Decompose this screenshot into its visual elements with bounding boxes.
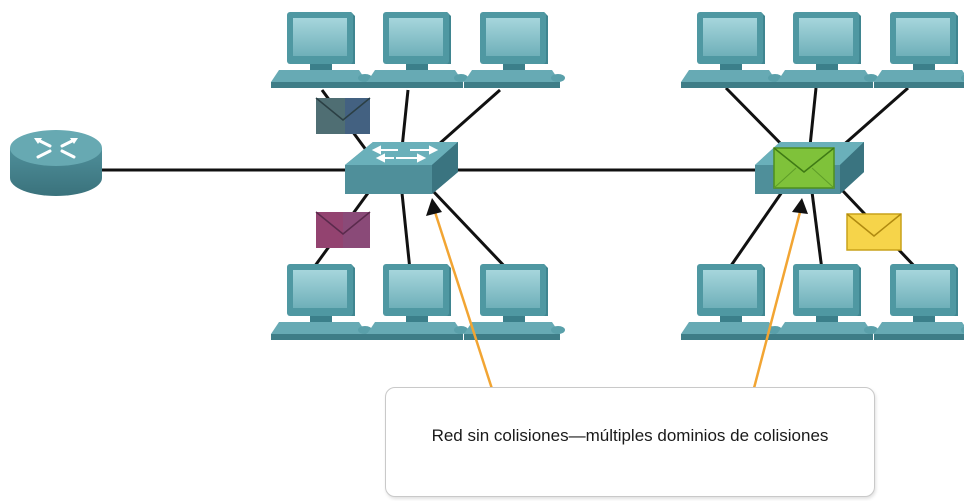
pc-icon bbox=[367, 12, 468, 88]
envelope-icon-yellow bbox=[846, 213, 902, 251]
callout-arrows bbox=[426, 198, 808, 393]
pc-icon bbox=[874, 12, 964, 88]
switch-icon-left bbox=[345, 142, 458, 194]
pc-icon bbox=[874, 264, 964, 340]
pc-icon bbox=[681, 264, 782, 340]
pc-icon bbox=[464, 264, 565, 340]
callout-box: Red sin colisiones—múltiples dominios de… bbox=[385, 387, 875, 497]
pc-icon bbox=[681, 12, 782, 88]
callout-text: Red sin colisiones—múltiples dominios de… bbox=[431, 426, 829, 445]
envelope-icon-green bbox=[773, 147, 835, 189]
pc-icon bbox=[777, 12, 878, 88]
pc-icon bbox=[777, 264, 878, 340]
pc-icon bbox=[271, 264, 372, 340]
switch-icon-right bbox=[755, 142, 864, 194]
envelope-icon-slate bbox=[315, 97, 371, 134]
pc-icon bbox=[367, 264, 468, 340]
router-icon bbox=[10, 130, 102, 196]
pc-icon bbox=[271, 12, 372, 88]
envelope-icon-purple bbox=[315, 211, 371, 248]
pc-icon bbox=[464, 12, 565, 88]
